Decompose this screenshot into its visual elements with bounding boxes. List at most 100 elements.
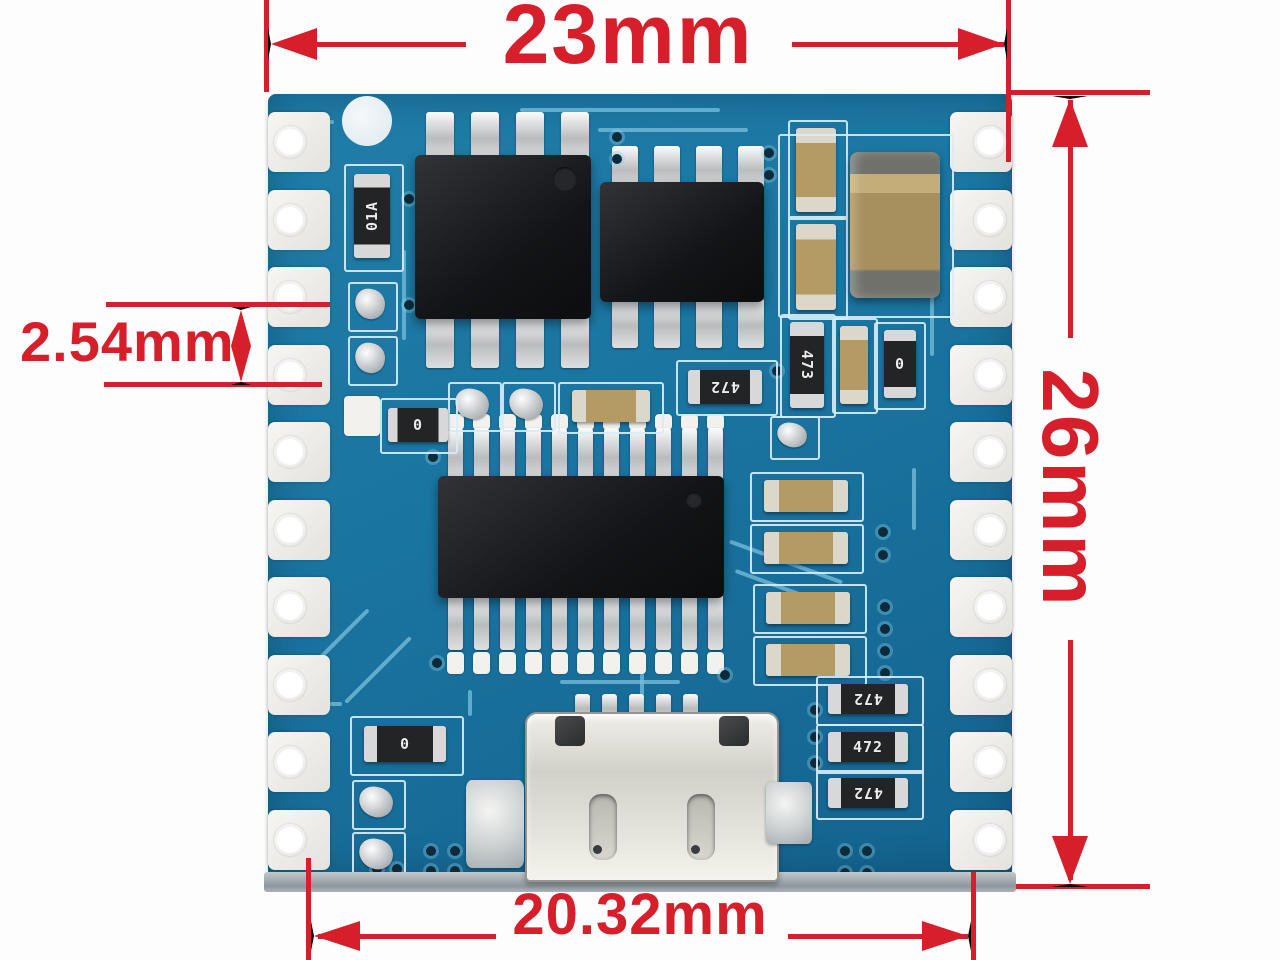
usb-latch <box>719 716 749 746</box>
via-hole <box>450 866 460 876</box>
via-hole <box>880 624 890 634</box>
smd-resistor: 472 <box>828 778 908 808</box>
component-marking: 0 <box>412 416 424 434</box>
chip-pin <box>561 316 589 368</box>
chip-pin <box>448 428 463 482</box>
pad-hole <box>274 746 306 778</box>
castellated-pad <box>268 654 330 715</box>
component-silkscreen-box <box>750 472 864 522</box>
dimension-line <box>1068 640 1073 880</box>
castellated-pad <box>268 732 330 792</box>
castellated-pad <box>268 499 330 560</box>
castellated-pad <box>950 344 1012 405</box>
castellated-pad <box>268 422 330 482</box>
solder-pad <box>473 652 490 674</box>
solder-pad <box>707 414 724 430</box>
dimension-label-left: 2.54mm <box>20 310 235 373</box>
usb-anchor-slot <box>589 794 617 860</box>
smd-resistor: 472 <box>688 370 762 404</box>
copper-trace <box>560 680 680 684</box>
castellated-pad <box>268 809 330 870</box>
component-silkscreen-box <box>344 164 404 272</box>
via-hole <box>404 194 414 204</box>
solder-pad <box>681 652 698 674</box>
smd-resistor: 0 <box>884 330 916 398</box>
copper-trace <box>520 108 720 112</box>
smd-resistor: 473 <box>790 322 824 408</box>
pad-hole <box>974 281 1006 313</box>
castellated-pad <box>950 654 1012 715</box>
via-hole <box>862 846 872 856</box>
smd-resistor: 472 <box>828 732 908 762</box>
board-bottom-edge <box>264 872 1016 892</box>
via-hole <box>450 846 460 856</box>
pad-hole <box>974 668 1006 701</box>
pad-hole <box>274 436 306 468</box>
solder-jumper-box <box>348 336 398 386</box>
castellated-pad <box>268 577 330 637</box>
chip-pin <box>426 316 454 368</box>
chip-pin <box>471 112 499 160</box>
via-hole <box>810 758 820 768</box>
component-silkscreen-box <box>816 724 924 774</box>
solder-pad <box>499 652 516 674</box>
chip-pin <box>448 594 463 650</box>
silkscreen-dot <box>342 96 392 146</box>
component-silkscreen-box <box>676 360 778 416</box>
chip-pin <box>682 594 697 650</box>
chip-pin <box>708 594 723 650</box>
extension-line <box>306 858 311 960</box>
via-hole <box>426 846 436 856</box>
pad-hole <box>974 358 1006 391</box>
via-hole <box>432 658 442 668</box>
pad-hole <box>974 591 1006 623</box>
chip-pin <box>516 112 544 160</box>
pad-hole <box>974 823 1006 856</box>
chip-pin <box>604 428 619 482</box>
component-silkscreen-box <box>788 216 848 320</box>
castellated-pad <box>268 189 330 250</box>
via-hole <box>764 148 774 158</box>
copper-trace <box>402 250 406 340</box>
component-silkscreen-box <box>750 524 864 574</box>
solder-pad <box>681 414 698 430</box>
solder-jumper-box <box>502 382 556 432</box>
via-hole <box>840 846 850 856</box>
castellated-pad <box>268 344 330 405</box>
arrowhead-down <box>1052 836 1088 887</box>
smd-capacitor <box>572 390 650 422</box>
dimension-line <box>280 42 466 47</box>
pad-hole <box>974 746 1006 778</box>
solder-pad <box>525 652 542 674</box>
via-hole <box>612 132 622 142</box>
chip-pin <box>738 298 764 348</box>
component-marking: 01A <box>363 200 381 232</box>
copper-trace <box>640 662 644 704</box>
component-silkscreen-box <box>788 120 848 220</box>
chip-pin <box>612 298 638 348</box>
smd-capacitor <box>764 480 848 512</box>
component-silkscreen-box <box>832 318 878 414</box>
via-hole <box>880 668 890 678</box>
arrowhead-right <box>922 921 971 951</box>
via-hole <box>810 732 820 742</box>
chip-pin <box>526 428 541 482</box>
castellated-pad <box>268 267 330 327</box>
chip-soic8-u1 <box>415 155 591 319</box>
chip-pin <box>656 428 671 482</box>
dimension-label-bottom: 20.32mm <box>512 882 768 947</box>
component-marking: 472 <box>852 784 884 802</box>
usb-slot-hole <box>691 845 700 854</box>
chip-pin <box>526 594 541 650</box>
chip-soic8-u2 <box>600 182 764 302</box>
arrowhead-up <box>231 307 251 346</box>
via-hole <box>720 670 730 680</box>
usb-slot-hole <box>593 845 602 854</box>
copper-trace <box>468 690 472 716</box>
chip-pin <box>500 594 515 650</box>
smd-capacitor <box>766 592 850 624</box>
component-marking: 472 <box>852 738 884 756</box>
via-hole <box>880 602 890 612</box>
chip-pin <box>630 594 645 650</box>
via-hole <box>404 300 414 310</box>
